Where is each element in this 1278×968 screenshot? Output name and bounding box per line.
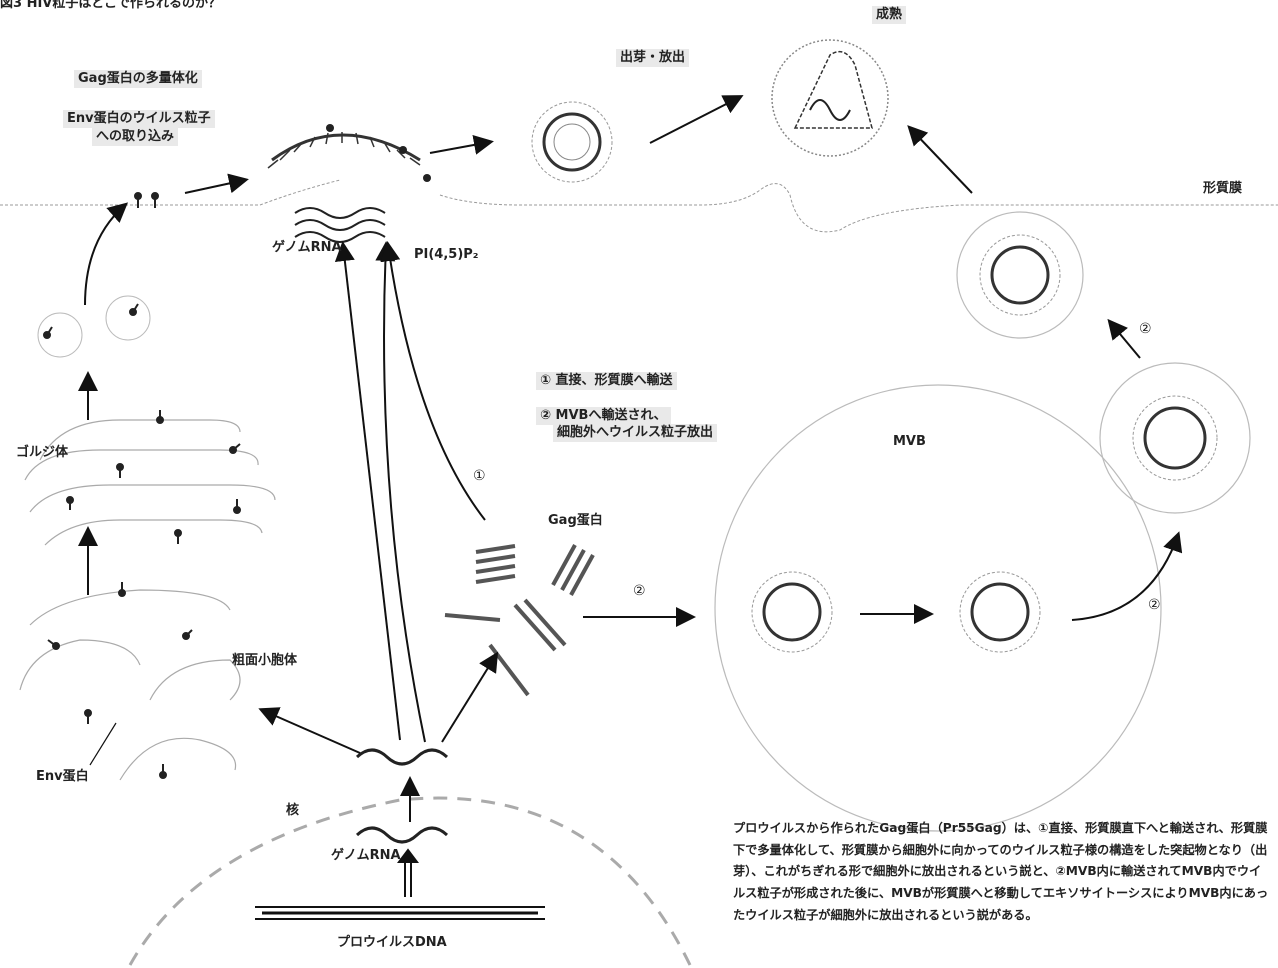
transport-vesicle <box>37 312 83 358</box>
label-pip2: PI(4,5)P₂ <box>414 247 479 262</box>
route-2-marker: ② <box>633 583 646 599</box>
figure-caption: プロウイルスから作られたGag蛋白（Pr55Gag）は、①直接、形質膜直下へと輸… <box>733 821 1269 922</box>
label-nucleus: 核 <box>286 803 300 818</box>
provirus-dna-strands <box>255 906 545 920</box>
label-env-protein: Env蛋白 <box>36 769 89 784</box>
label-env-incorp-2: への取り込み <box>92 128 179 147</box>
label-er: 粗面小胞体 <box>232 653 298 668</box>
figure-header-fragment: 図3 HIV粒子はどこで作られるのか？ <box>0 0 221 11</box>
genome-rna-nucleus-wave <box>355 826 449 844</box>
golgi-stack <box>24 419 276 546</box>
route-2-marker: ② <box>1148 597 1161 613</box>
route-1-marker: ① <box>473 468 486 484</box>
legend-line-2: ② MVBへ輸送され、 <box>536 407 671 426</box>
route-2-marker: ② <box>1139 321 1152 337</box>
virus-particle-mature <box>771 39 889 157</box>
label-mvb: MVB <box>893 434 926 449</box>
label-golgi: ゴルジ体 <box>16 445 69 460</box>
mrna-cytoplasm-wave <box>355 748 449 766</box>
virus-particle-mvb-right <box>959 571 1041 653</box>
transport-vesicle <box>105 295 151 341</box>
env-proteins <box>43 192 241 779</box>
virus-particle-right-mid <box>1099 362 1251 514</box>
label-genome-rna-nucleus: ゲノムRNA <box>331 848 401 863</box>
label-genome-rna-top: ゲノムRNA <box>272 240 342 255</box>
virus-particle-budding <box>531 101 613 183</box>
legend-line-3: 細胞外へウイルス粒子放出 <box>553 424 718 443</box>
mvb-outline <box>714 384 1162 832</box>
label-provirus-dna: プロウイルスDNA <box>337 935 447 950</box>
label-env-incorp-1: Env蛋白のウイルス粒子 <box>63 110 215 129</box>
rough-er <box>19 589 241 781</box>
gag-multimer-arc <box>267 132 421 169</box>
label-plasma-membrane: 形質膜 <box>1203 181 1243 196</box>
label-gag-protein: Gag蛋白 <box>548 513 603 528</box>
label-mature: 成熟 <box>872 6 907 25</box>
legend-line-1: ① 直接、形質膜へ輸送 <box>536 372 677 391</box>
plasma-membrane-line <box>0 179 1278 233</box>
flow-arrows <box>78 95 1183 822</box>
genome-rna-top-wave <box>294 207 386 243</box>
gag-protein-bundles <box>444 544 595 697</box>
virus-particle-mvb-left <box>751 571 833 653</box>
nucleus-export-double-arrow <box>397 848 419 897</box>
label-gag-multimer: Gag蛋白の多量体化 <box>74 70 202 89</box>
virus-particle-right-top <box>956 211 1084 339</box>
virus-particles <box>531 39 1251 653</box>
gag-multimer-env <box>326 124 431 182</box>
label-budding: 出芽・放出 <box>616 49 690 68</box>
